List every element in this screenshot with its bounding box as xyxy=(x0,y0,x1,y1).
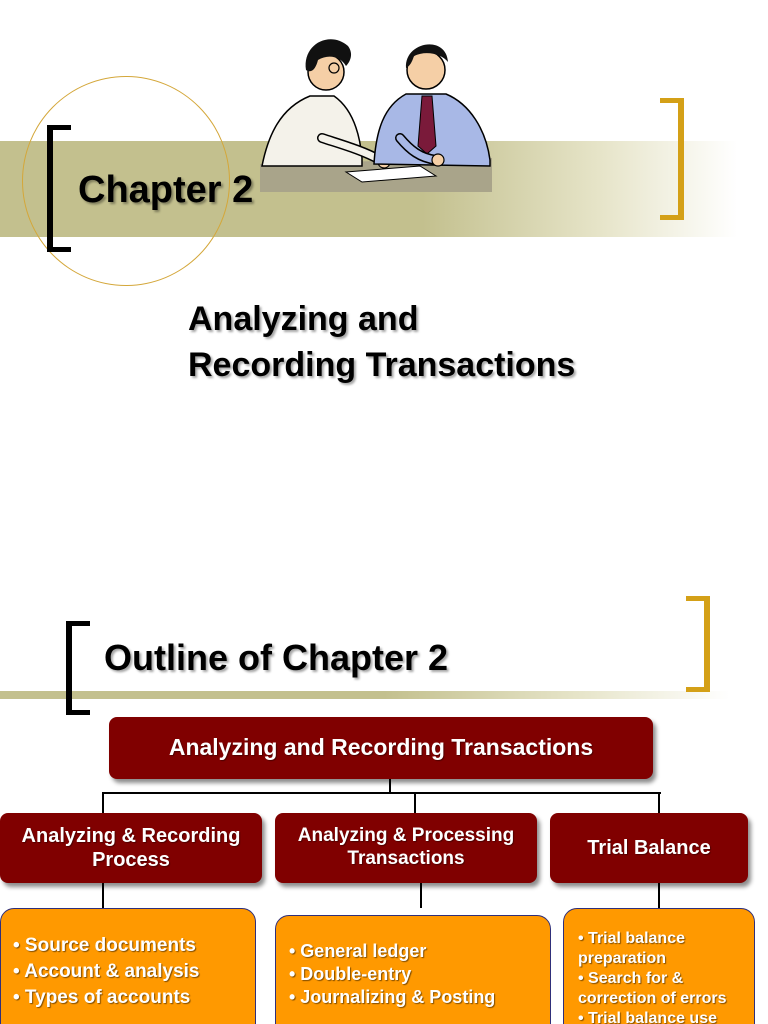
root-topic-box: Analyzing and Recording Transactions xyxy=(109,717,653,779)
detail-box-trial-balance: • Trial balance preparation • Search for… xyxy=(563,908,755,1024)
list-item: • Trial balance preparation xyxy=(578,930,685,967)
list-item: • Journalizing & Posting xyxy=(289,987,496,1007)
list-item: • Trial balance use xyxy=(578,1010,717,1024)
chapter-title: Chapter 2 xyxy=(78,169,254,211)
list-item: • General ledger xyxy=(289,941,427,961)
right-bracket xyxy=(660,98,684,220)
left-bracket xyxy=(47,125,71,252)
outline-slide: Outline of Chapter 2 Analyzing and Recor… xyxy=(0,560,768,1024)
outline-title: Outline of Chapter 2 xyxy=(104,637,449,678)
two-people-reviewing-document-icon xyxy=(260,39,492,192)
left-bracket xyxy=(66,621,90,715)
outline-band xyxy=(0,691,768,699)
connector-line xyxy=(102,792,104,814)
subtitle-line-2: Recording Transactions xyxy=(188,346,576,384)
subtitle-line-1: Analyzing and xyxy=(188,300,419,338)
decorative-circle xyxy=(22,76,230,286)
connector-line xyxy=(102,792,661,794)
branch-box-recording-process: Analyzing & Recording Process xyxy=(0,813,262,883)
list-item: • Types of accounts xyxy=(13,987,191,1008)
branch-box-processing-transactions: Analyzing & Processing Transactions xyxy=(275,813,537,883)
connector-line xyxy=(658,882,660,908)
branch-box-trial-balance: Trial Balance xyxy=(550,813,748,883)
connector-line xyxy=(420,882,422,908)
detail-box-processing-transactions: • General ledger • Double-entry • Journa… xyxy=(275,915,551,1024)
list-item: • Search for & correction of errors xyxy=(578,970,727,1007)
connector-line xyxy=(102,882,104,908)
connector-line xyxy=(658,792,660,814)
detail-box-recording-process: • Source documents • Account & analysis … xyxy=(0,908,256,1024)
connector-line xyxy=(389,779,391,793)
chapter-subtitle: Analyzing and Recording Transactions xyxy=(188,296,575,388)
list-item: • Account & analysis xyxy=(13,961,200,982)
right-bracket xyxy=(686,596,710,692)
list-item: • Source documents xyxy=(13,935,196,956)
list-item: • Double-entry xyxy=(289,964,412,984)
connector-line xyxy=(414,792,416,814)
title-slide: Chapter 2 Analyzing and Recording Transa… xyxy=(0,39,768,388)
